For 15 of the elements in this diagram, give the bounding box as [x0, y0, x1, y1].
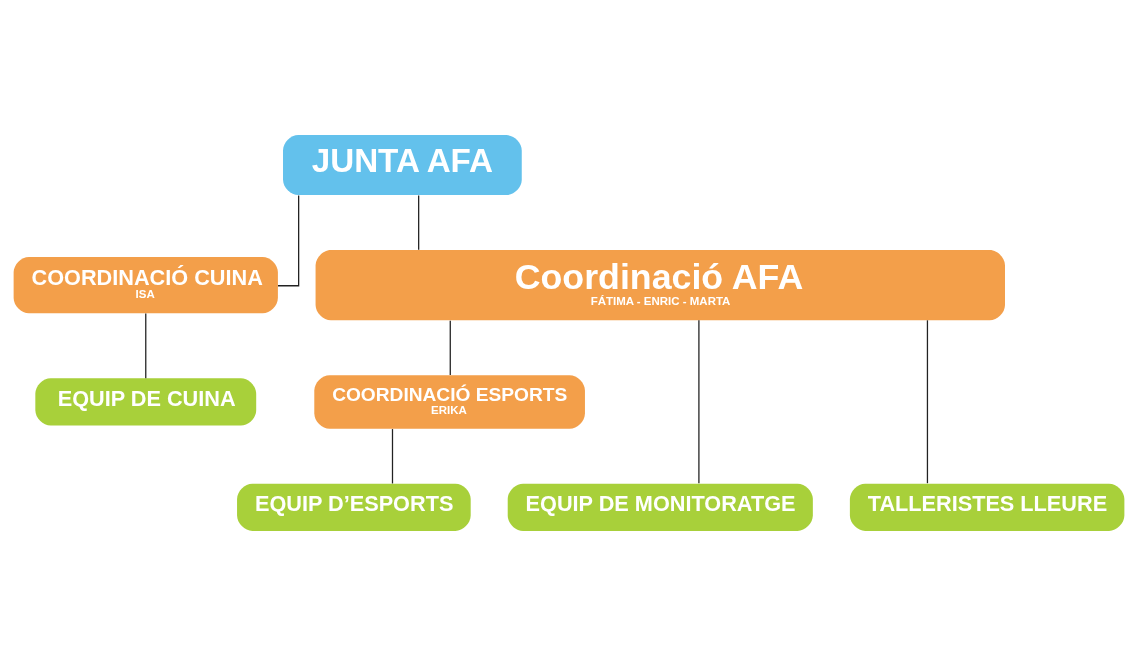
node-box: TALLERISTES LLEURE: [849, 483, 1125, 531]
node-box: COORDINACIÓ CUINA ISA: [13, 257, 278, 314]
connector: [926, 319, 929, 484]
node-box: JUNTA AFA: [283, 135, 522, 196]
node-box: Coordinació AFA FÁTIMA - ENRIC - MARTA: [315, 250, 1005, 321]
node-box: COORDINACIÓ ESPORTS ERIKA: [314, 375, 585, 429]
node-box: EQUIP DE CUINA: [35, 378, 257, 426]
connector: [449, 320, 451, 376]
node-box: EQUIP DE MONITORATGE: [507, 483, 813, 531]
node-box: EQUIP D’ESPORTS: [237, 483, 471, 531]
connector: [391, 428, 394, 485]
connector: [277, 194, 300, 287]
connector: [145, 312, 147, 379]
connector: [418, 194, 420, 251]
connector: [698, 319, 700, 484]
